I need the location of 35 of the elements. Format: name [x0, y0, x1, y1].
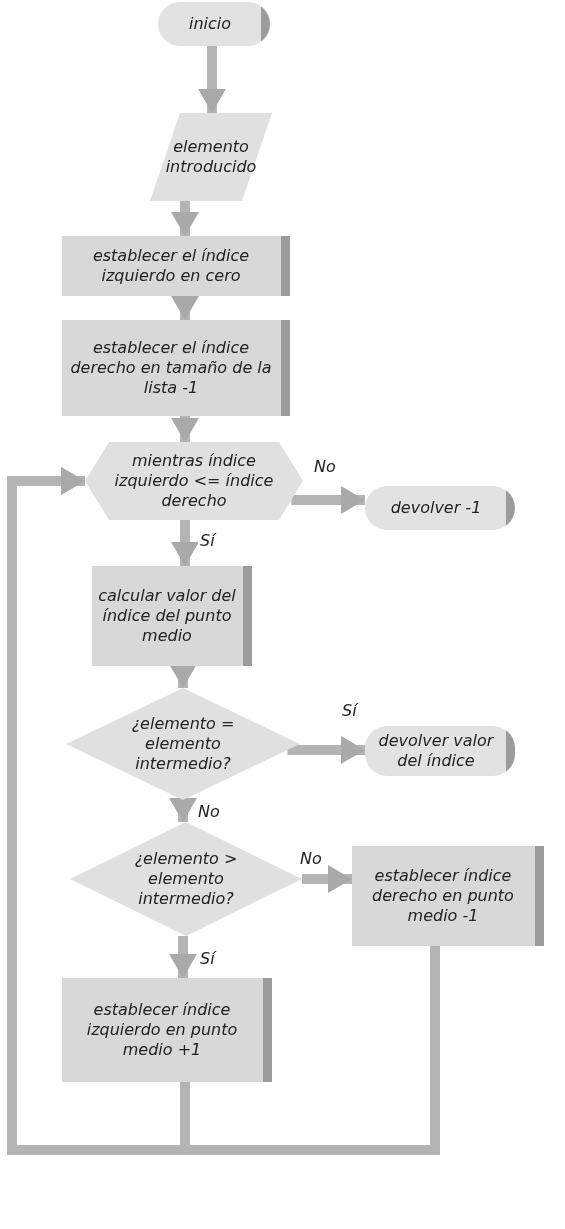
arrow	[169, 798, 197, 822]
node-label: establecer el índice izquierdo en cero	[91, 246, 251, 286]
arrow	[302, 865, 352, 893]
arrow	[287, 736, 365, 764]
arrow	[171, 201, 199, 236]
arrow	[171, 296, 199, 320]
node-label: establecer índice izquierdo en punto medio +1	[85, 1000, 239, 1060]
arrow	[169, 664, 197, 688]
terminal-shape	[365, 726, 515, 776]
arrow	[291, 486, 365, 514]
process-box	[62, 978, 272, 1082]
decision-diamond	[70, 822, 302, 936]
node-label: mientras índice izquierdo <= índice derecho	[113, 451, 275, 511]
arrow	[198, 46, 226, 113]
node-label: devolver -1	[390, 498, 482, 518]
node-label: establecer índice derecho en punto medio -1	[371, 866, 515, 926]
node-label: devolver valor del índice	[377, 731, 495, 771]
arrow	[169, 936, 197, 978]
process-box	[352, 846, 544, 946]
terminal-shape	[158, 2, 270, 46]
node-label: elemento introducido	[165, 137, 257, 177]
node-label: inicio	[188, 14, 232, 34]
process-box	[62, 236, 290, 296]
node-label: ¿elemento = elemento intermedio?	[130, 714, 236, 774]
arrow	[171, 520, 199, 566]
loop-hexagon	[85, 442, 303, 520]
process-box	[92, 566, 252, 666]
input-parallelogram	[150, 113, 272, 201]
node-label: ¿elemento > elemento intermedio?	[133, 849, 239, 909]
decision-diamond	[66, 688, 300, 800]
node-label: calcular valor del índice del punto medio	[98, 586, 236, 646]
node-label: establecer el índice derecho en tamaño de la lista -1	[69, 338, 273, 398]
process-box	[62, 320, 290, 416]
arrow	[171, 416, 199, 442]
terminal-shape	[365, 486, 515, 530]
